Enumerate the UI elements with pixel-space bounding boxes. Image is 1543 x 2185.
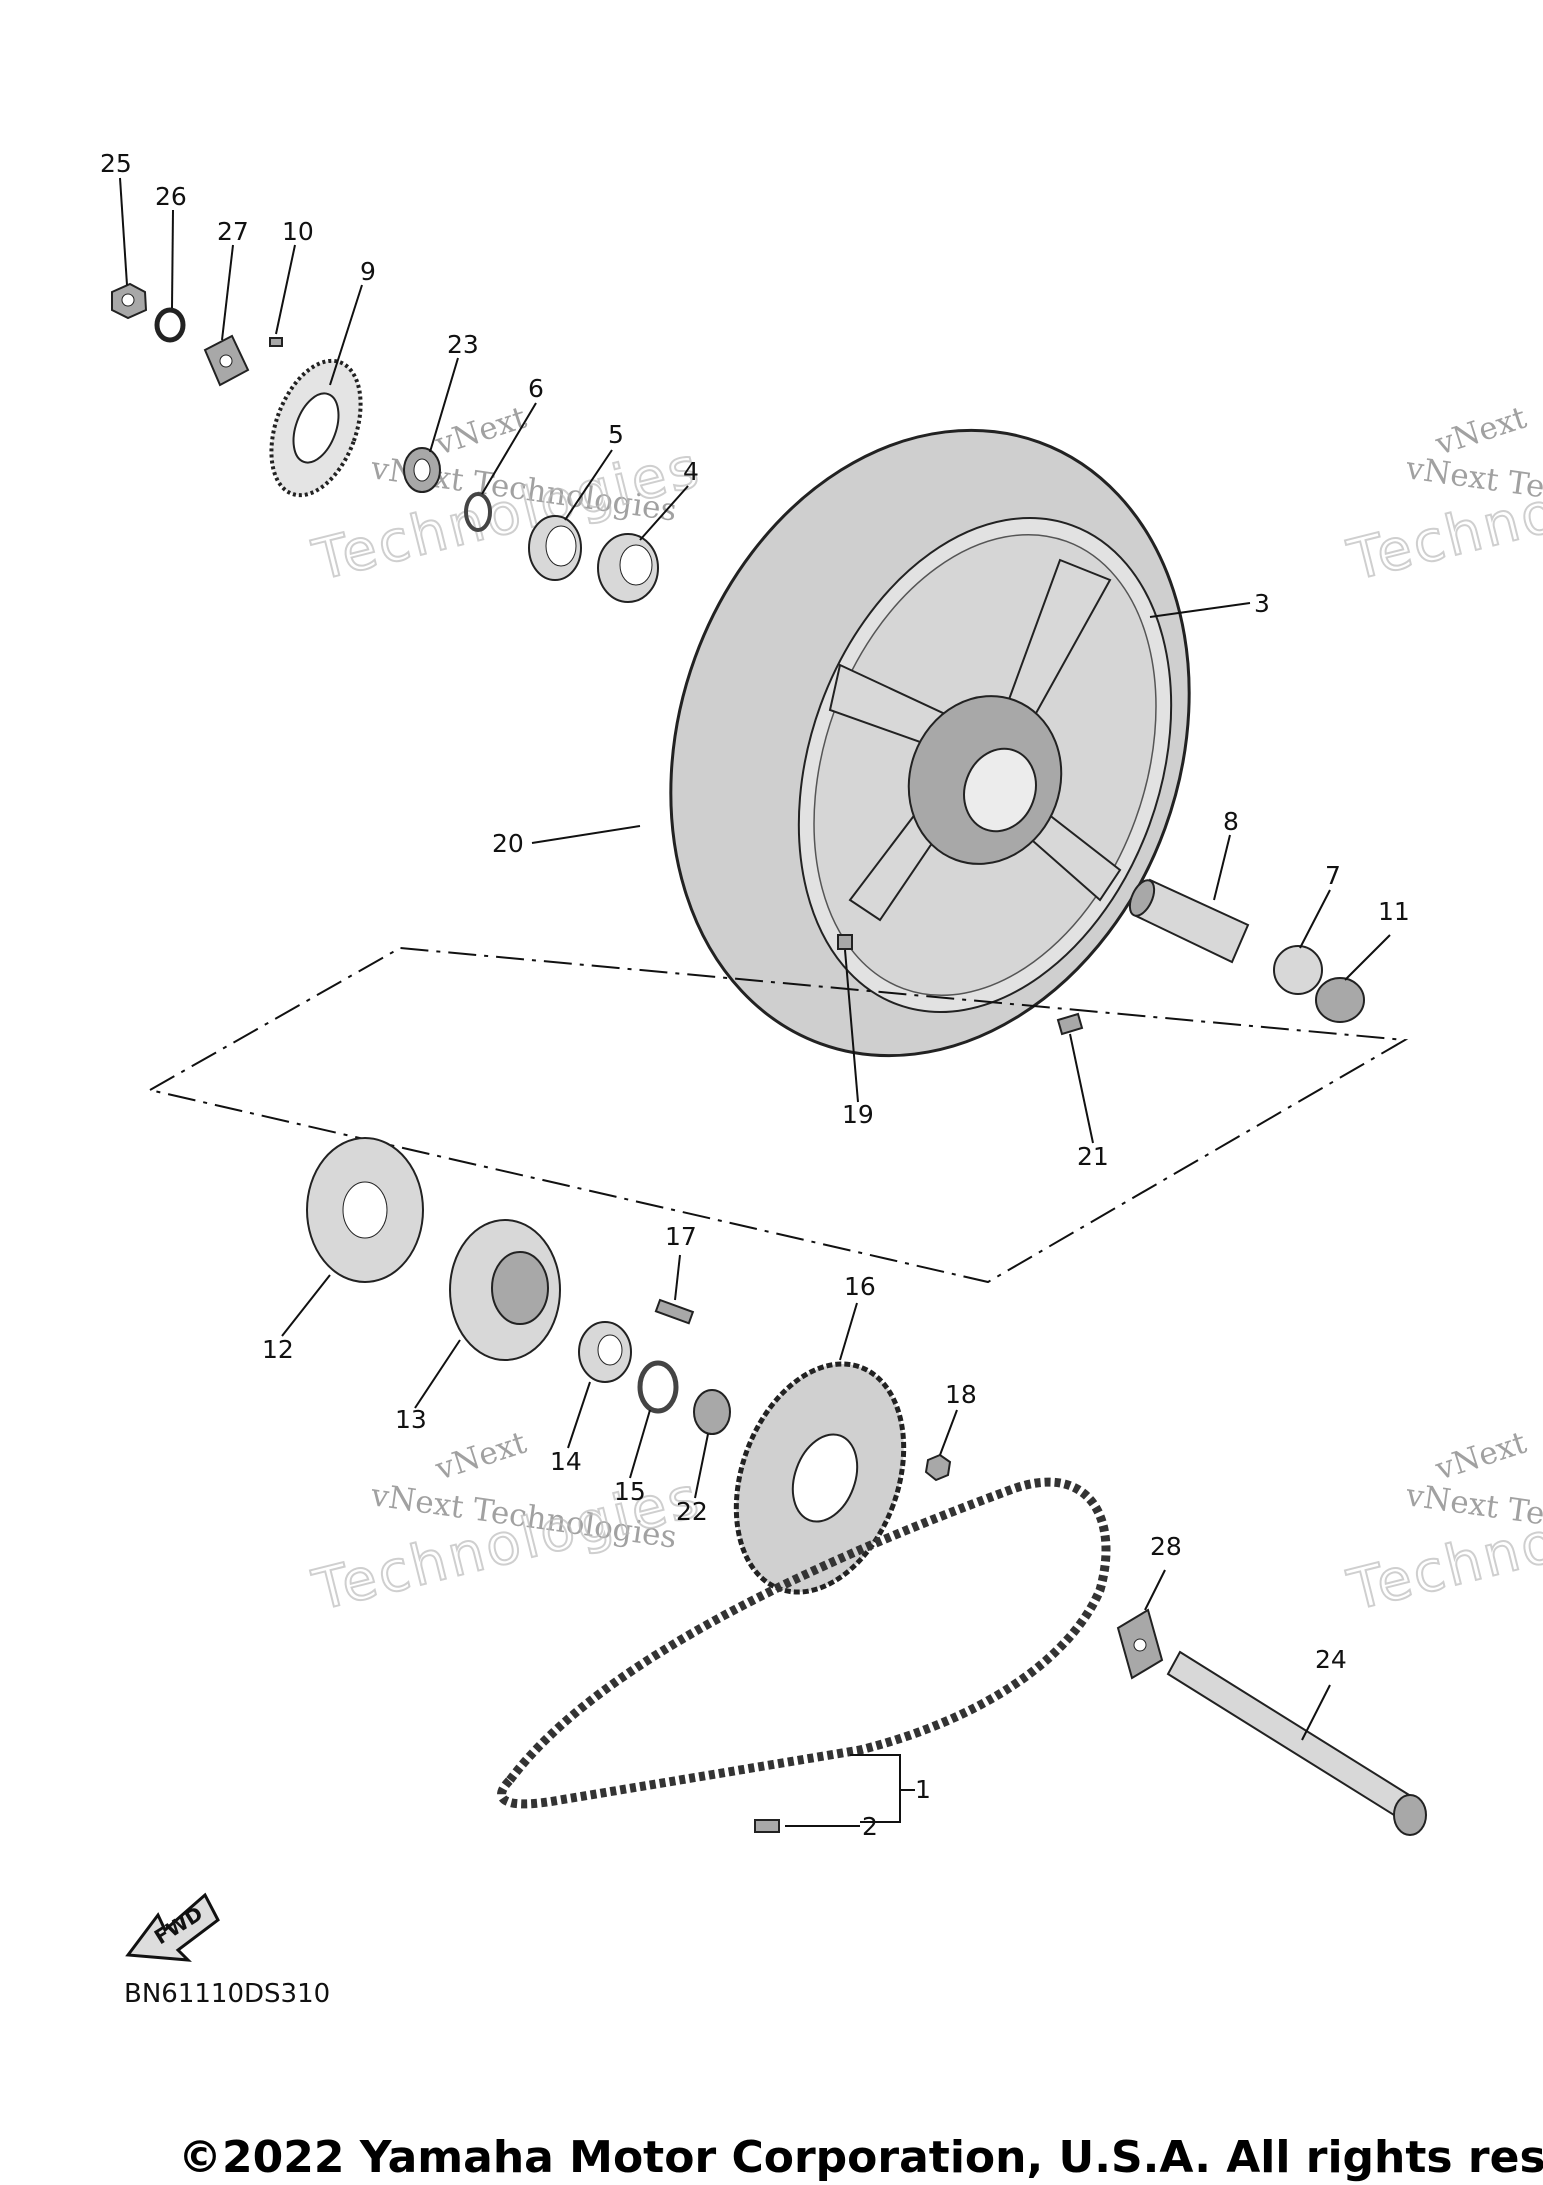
part-bolt-10 [269,337,283,347]
part-bearing-4 [597,533,659,603]
part-nut-18 [924,1453,952,1482]
fwd-arrow-icon: FWD [125,1892,220,1962]
part-collar-11 [1315,977,1365,1023]
part-collar-23 [403,447,441,493]
callout-3: 3 [1254,589,1270,618]
callout-16: 16 [844,1272,876,1301]
callout-7: 7 [1325,861,1341,890]
part-wheel-spokes-3 [828,558,1122,922]
callout-8: 8 [1223,807,1239,836]
copyright-notice: ©2022 Yamaha Motor Corporation, U.S.A. A… [178,2132,1543,2183]
callout-25: 25 [100,149,132,178]
part-clip-6 [464,492,492,532]
callout-22: 22 [676,1497,708,1526]
part-weight-21 [1056,1012,1084,1036]
callout-15: 15 [614,1477,646,1506]
part-oil-seal-5 [528,515,582,581]
callout-1: 1 [915,1775,931,1804]
callout-23: 23 [447,330,479,359]
watermark-text: vNext [1430,399,1531,462]
part-plate-27 [203,334,250,387]
diagram-code: BN61110DS310 [124,1979,330,2009]
callout-13: 13 [395,1405,427,1434]
assembly-boundary [149,946,1409,1284]
callout-2: 2 [862,1812,878,1841]
part-collar-22 [693,1389,731,1435]
watermark-text: Techno [1342,479,1543,594]
watermark-text: vNext [430,1424,531,1487]
watermark-text: Techno [1342,1509,1543,1624]
part-collar-7 [1273,945,1323,995]
part-clutch-hub-13 [449,1219,561,1361]
part-washer-26 [154,307,186,343]
watermark-text: vNext [430,399,531,462]
part-spacer-8 [1128,878,1250,964]
leader-lines [119,177,1391,1827]
part-axle-24 [1166,1650,1427,1836]
part-valve-19 [837,934,853,950]
callout-5: 5 [608,420,624,449]
callout-9: 9 [360,257,376,286]
part-plate-28 [1116,1608,1164,1680]
callout-26: 26 [155,182,187,211]
part-sprocket-16 [733,1361,907,1595]
part-disc-9 [269,358,363,498]
callout-24: 24 [1315,1645,1347,1674]
callout-14: 14 [550,1447,582,1476]
callout-17: 17 [665,1222,697,1251]
callout-21: 21 [1077,1142,1109,1171]
callout-labels: 25 26 27 10 9 23 6 5 4 3 20 8 7 11 19 21… [100,149,1410,1841]
callout-12: 12 [262,1335,294,1364]
callout-28: 28 [1150,1532,1182,1561]
callout-11: 11 [1378,897,1410,926]
callout-18: 18 [945,1380,977,1409]
part-nut-25 [111,282,148,320]
callout-10: 10 [282,217,314,246]
part-chain-1 [497,1477,1111,1809]
callout-20: 20 [492,829,524,858]
part-bolt-17 [654,1298,695,1325]
callout-19: 19 [842,1100,874,1129]
part-joint-2 [754,1819,780,1833]
part-bearing-14 [578,1321,632,1383]
part-damper-12 [306,1137,424,1283]
callout-27: 27 [217,217,249,246]
callout-6: 6 [528,374,544,403]
part-seal-15 [637,1360,679,1414]
callout-4: 4 [683,457,699,486]
watermark-text: vNext [1430,1424,1531,1487]
